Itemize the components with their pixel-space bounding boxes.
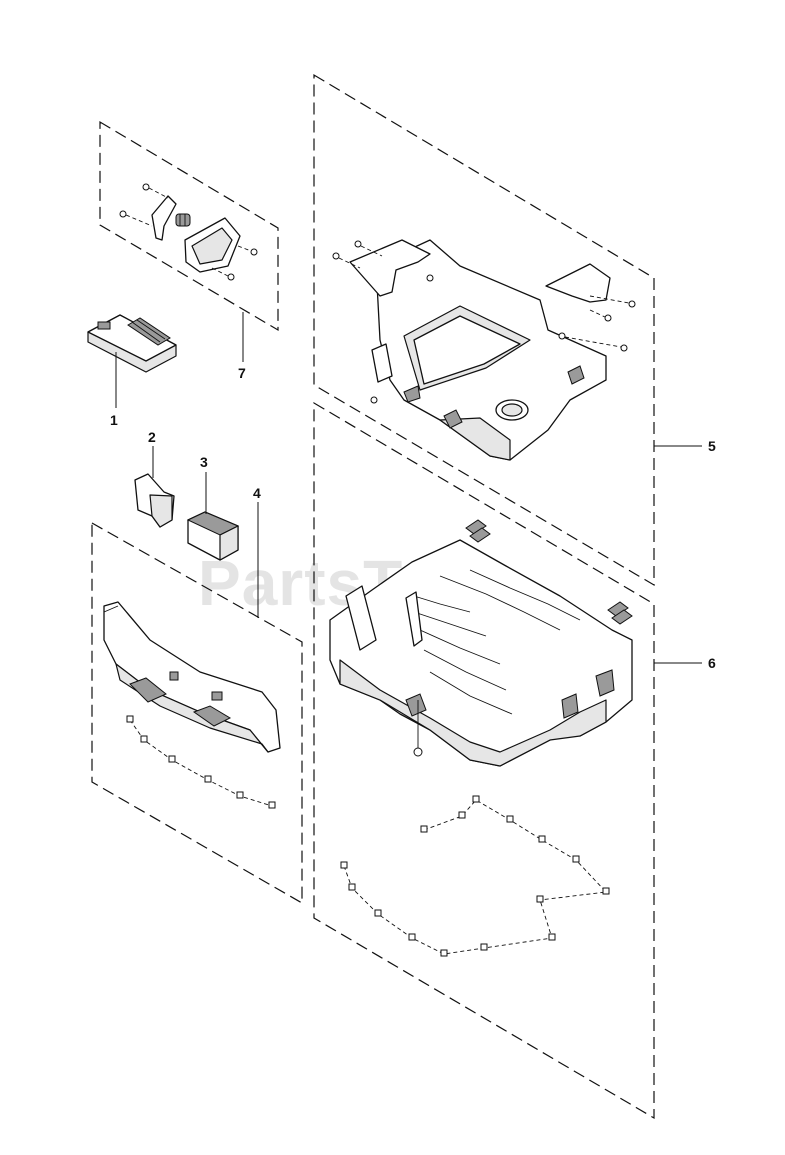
assembly-box-4: [91, 521, 303, 905]
callout-1: 1: [110, 412, 118, 428]
callout-5: 5: [708, 438, 716, 454]
assembly-box-7: [99, 120, 279, 332]
part-1-circuit-board[interactable]: [87, 314, 177, 373]
part-7-bracket-assembly[interactable]: [119, 183, 258, 281]
part-4-front-panel[interactable]: [103, 601, 281, 753]
callout-7: 7: [238, 365, 246, 381]
part-4-screws: [126, 715, 276, 809]
callout-4: 4: [253, 485, 261, 501]
assembly-box-6: [313, 401, 655, 1120]
callout-6: 6: [708, 655, 716, 671]
part-6-fasteners-top: [465, 519, 633, 625]
part-5-upper-housing[interactable]: [332, 239, 636, 461]
part-6-screws: [340, 795, 610, 957]
part-2-bracket[interactable]: [134, 473, 175, 528]
part-3-connector-block[interactable]: [186, 511, 240, 561]
callout-2: 2: [148, 429, 156, 445]
callout-3: 3: [200, 454, 208, 470]
assembly-box-5: [313, 73, 655, 587]
part-6-base-frame[interactable]: [329, 539, 633, 767]
